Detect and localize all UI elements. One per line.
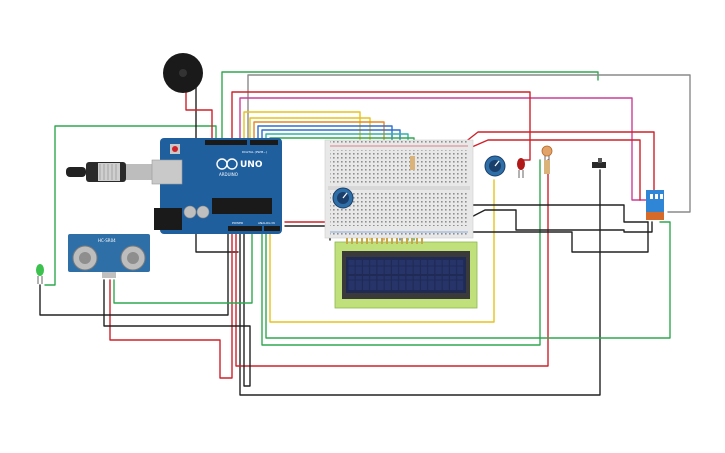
wire-gray-top[interactable]: [247, 74, 691, 213]
wire-black-right-2[interactable]: [444, 221, 649, 253]
wire-red-right-2[interactable]: [464, 139, 641, 201]
arduino-brand-text: ARDUINO: [219, 172, 238, 177]
wire-yellow-top-1[interactable]: [243, 111, 361, 161]
arduino-model-text: UNO: [240, 160, 263, 170]
wire-black-ard-bb[interactable]: [284, 225, 331, 241]
potentiometer-right-icon[interactable]: [484, 155, 506, 177]
ultrasonic-label: HC-SR04: [98, 238, 116, 243]
led-icon[interactable]: [36, 264, 44, 284]
wire-red-top[interactable]: [231, 91, 531, 161]
wire-yellow-bottom[interactable]: [269, 179, 495, 323]
led-red-icon[interactable]: [517, 158, 525, 178]
breadboard[interactable]: [324, 139, 474, 239]
wire-red-bottom-2[interactable]: [109, 231, 233, 379]
dip-switch-icon[interactable]: [646, 190, 664, 220]
wire-red-buzzer[interactable]: [185, 91, 213, 141]
slide-switch-icon[interactable]: [592, 158, 606, 168]
microcontroller-chip: [212, 198, 272, 214]
wire-black-buzzer[interactable]: [195, 79, 239, 253]
wire-black-left[interactable]: [39, 231, 229, 316]
wire-green-right[interactable]: [265, 221, 671, 339]
arduino-logo-icon: [216, 158, 238, 170]
photoresistor-icon[interactable]: [541, 145, 553, 174]
usb-cable-icon: [66, 162, 156, 182]
wire-magenta-top[interactable]: [239, 97, 649, 201]
wire-black-right-3[interactable]: [449, 209, 653, 233]
ultrasonic-sensor[interactable]: HC-SR04: [68, 234, 150, 278]
wire-green-top[interactable]: [221, 71, 599, 141]
wire-black-bottom-2[interactable]: [103, 231, 251, 387]
wire-green-left[interactable]: [44, 125, 217, 286]
wire-green-long[interactable]: [261, 159, 541, 346]
lcd-display[interactable]: [334, 238, 478, 309]
arduino-digital-header: DIGITAL (PWM~): [242, 150, 267, 154]
potentiometer-icon[interactable]: [332, 187, 354, 209]
wire-black-bottom-1[interactable]: [239, 169, 601, 396]
arduino-uno[interactable]: UNO ARDUINO DIGITAL (PWM~) POWER ANALOG …: [151, 138, 282, 234]
arduino-power-header: POWER: [232, 221, 243, 225]
buzzer[interactable]: [163, 53, 203, 93]
wire-red-bottom-1[interactable]: [235, 159, 549, 367]
wire-green-bottom[interactable]: [113, 231, 253, 304]
arduino-analog-header: ANALOG IN: [258, 221, 275, 225]
